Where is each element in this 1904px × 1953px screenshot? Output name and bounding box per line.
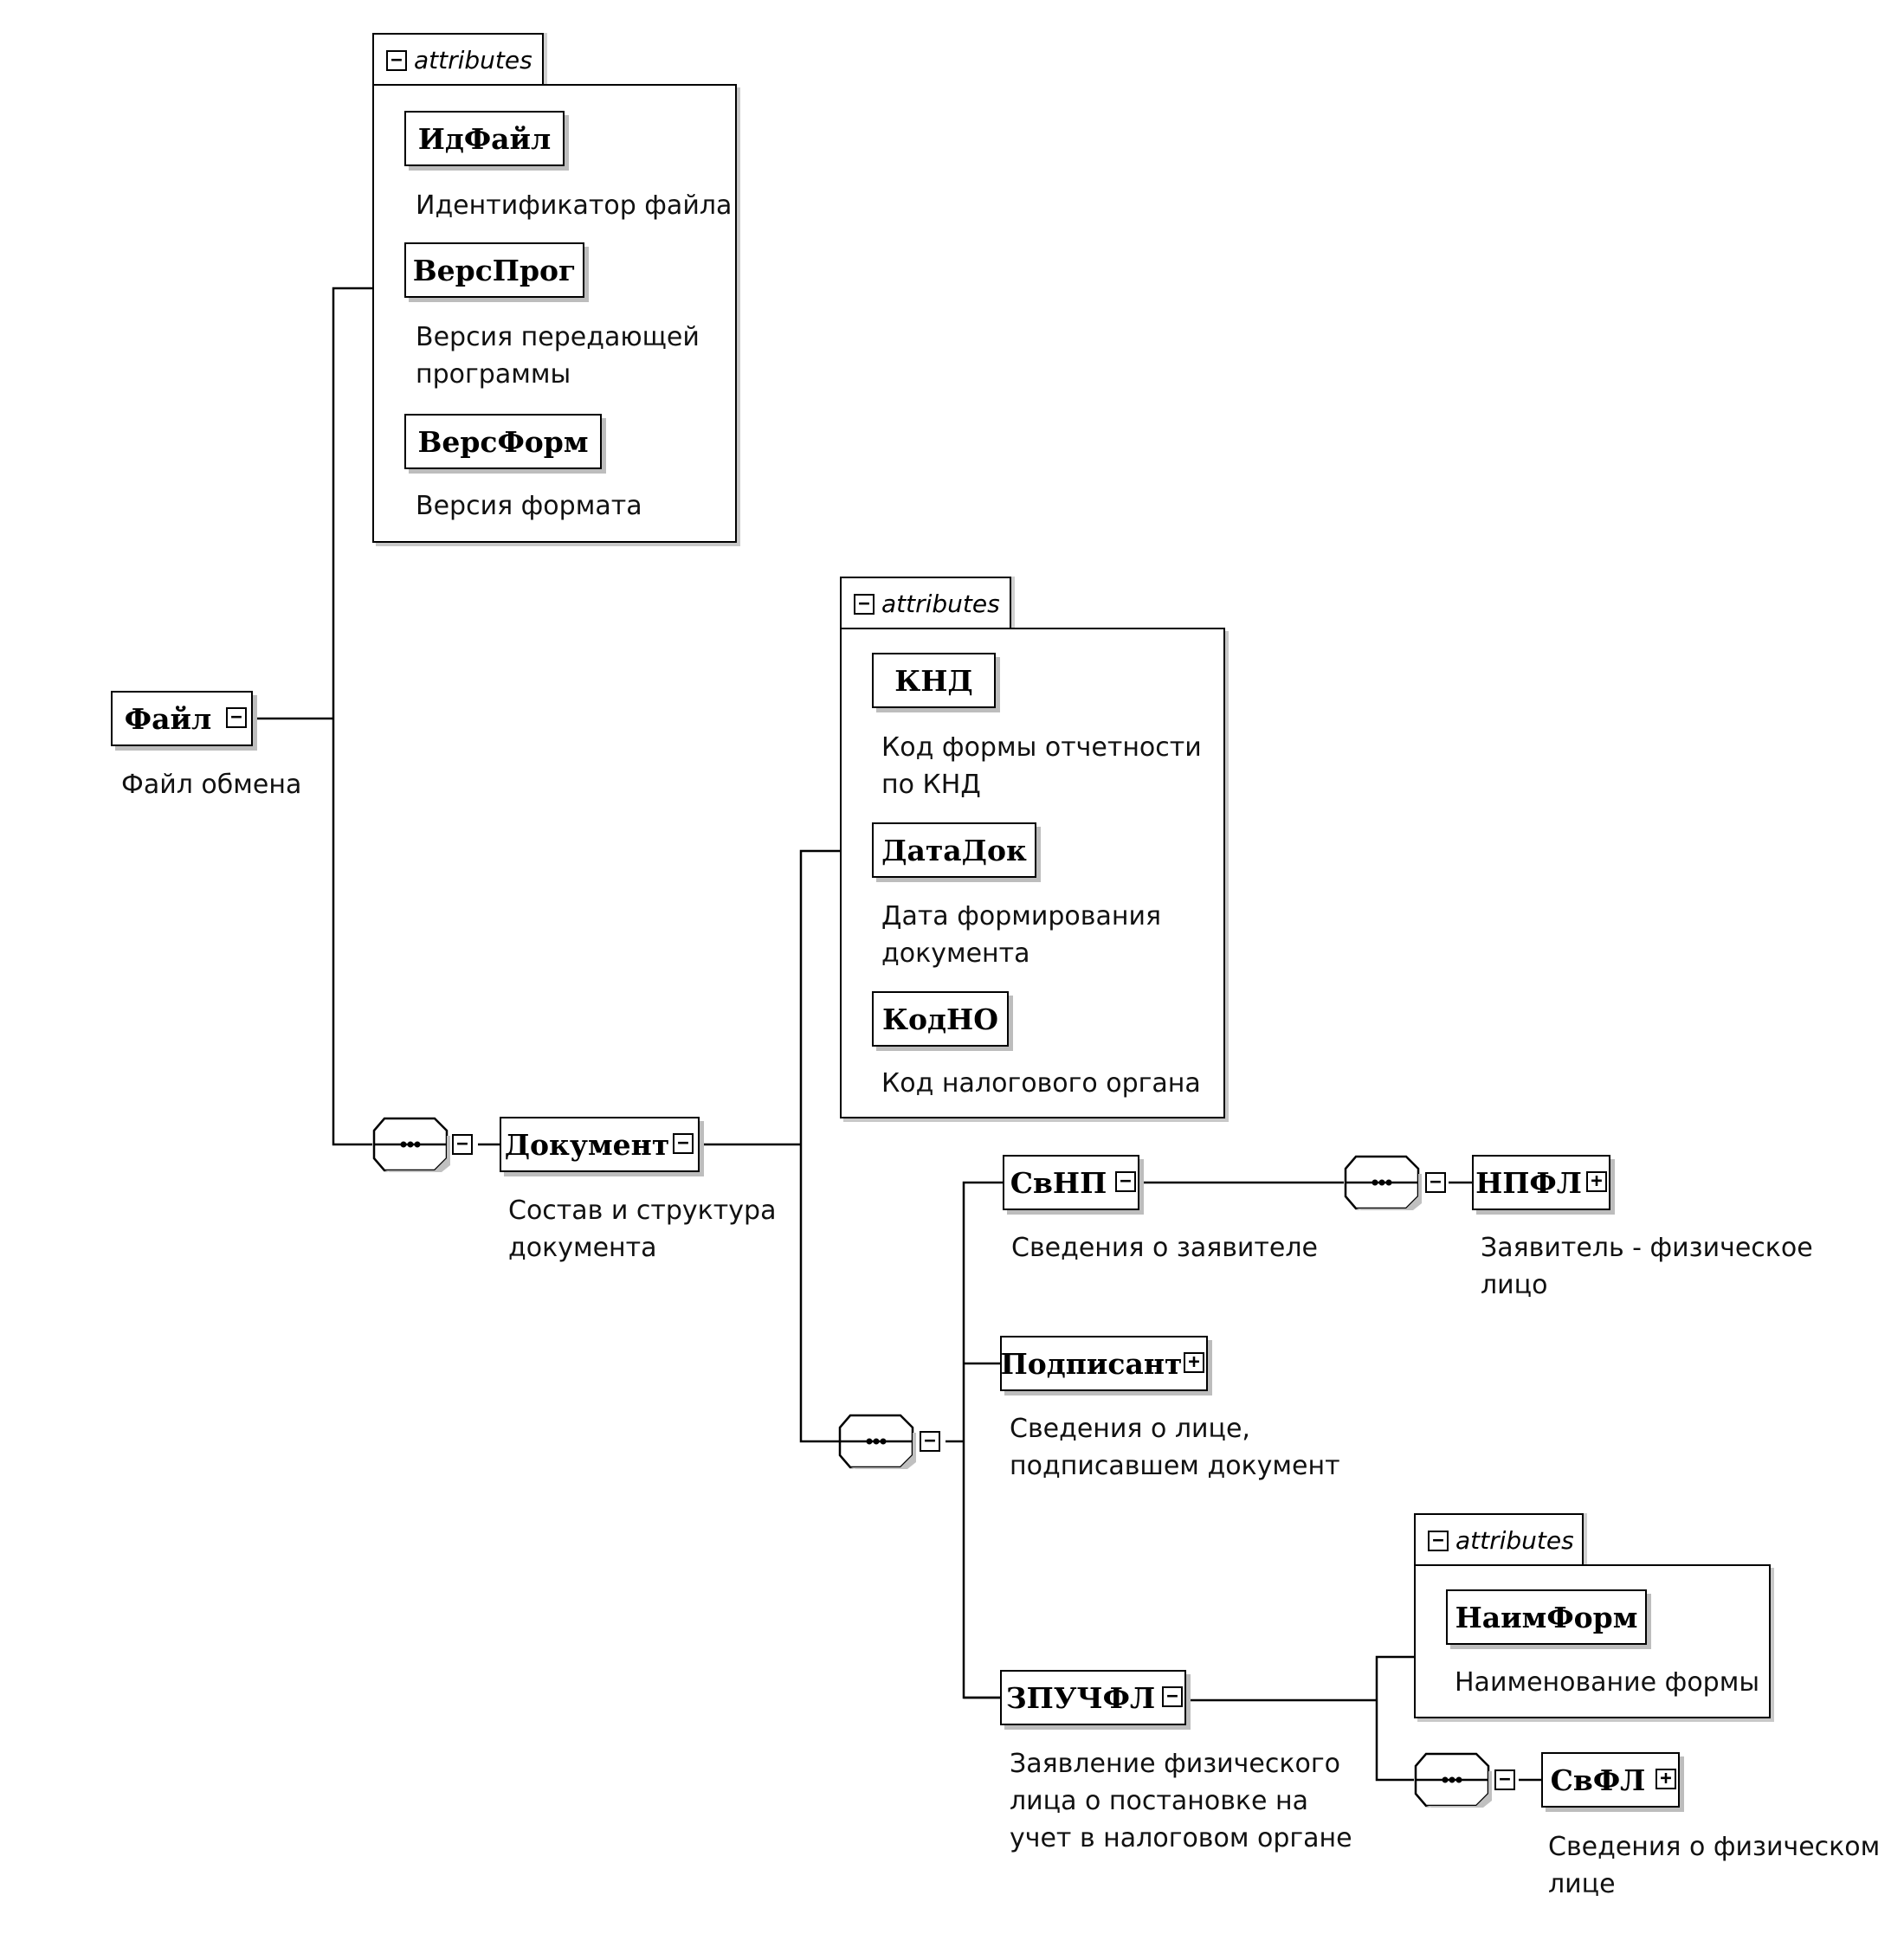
element-name: ЗПУЧФЛ [1005,1680,1156,1715]
sequence-compositor[interactable] [838,1414,916,1469]
attributes-tab[interactable]: − attributes [840,577,1011,628]
attribute-description: Код налогового органа [881,1068,1201,1099]
element-description: Заявление физического лица о постановке … [1010,1749,1352,1853]
attributes-title: attributes [414,46,532,74]
element-podpisant[interactable]: Подписант + [1000,1336,1208,1391]
attributes-tab[interactable]: − attributes [372,33,544,85]
element-name: Документ [504,1127,670,1162]
attribute-idfajl[interactable]: ИдФайл [404,111,565,166]
collapse-icon[interactable]: − [920,1431,940,1452]
element-npfl[interactable]: НПФЛ + [1472,1155,1610,1210]
attribute-name: НаимФорм [1455,1600,1638,1634]
attribute-knd[interactable]: КНД [872,653,996,708]
collapse-icon[interactable]: − [226,707,247,728]
collapse-icon[interactable]: − [673,1133,694,1154]
collapse-icon[interactable]: − [1115,1171,1136,1192]
collapse-icon[interactable]: − [1428,1531,1449,1551]
element-name: Файл [124,701,212,736]
attribute-name: ВерсФорм [417,424,589,459]
element-description: Сведения о заявителе [1011,1233,1318,1263]
collapse-icon[interactable]: − [452,1134,473,1155]
attribute-naimform[interactable]: НаимФорм [1446,1589,1647,1645]
element-name: СвНП [1010,1165,1107,1200]
attribute-datadok[interactable]: ДатаДок [872,822,1036,878]
element-name: Подписант [1000,1346,1183,1381]
collapse-icon[interactable]: − [1162,1686,1183,1707]
element-zpuchfl[interactable]: ЗПУЧФЛ − [1000,1670,1186,1725]
element-description: Сведения о физическом лице [1548,1832,1881,1899]
attribute-description: Дата формирования документа [881,901,1162,969]
element-name: НПФЛ [1475,1165,1582,1200]
attributes-tab[interactable]: − attributes [1414,1513,1584,1565]
sequence-compositor[interactable] [1414,1752,1492,1808]
attribute-versprog[interactable]: ВерсПрог [404,242,584,298]
expand-icon[interactable]: + [1656,1769,1676,1789]
attribute-name: КодНО [882,1002,998,1036]
expand-icon[interactable]: + [1586,1171,1607,1192]
attribute-description: Код формы отчетности по КНД [881,732,1202,800]
element-description: Файл обмена [121,770,302,800]
attribute-versform[interactable]: ВерсФорм [404,414,602,469]
attribute-description: Версия передающей программы [416,322,700,390]
element-dokument[interactable]: Документ − [500,1117,700,1172]
expand-icon[interactable]: + [1184,1352,1204,1373]
attribute-description: Версия формата [416,491,642,521]
element-description: Состав и структура документа [508,1196,777,1263]
element-svfl[interactable]: СвФЛ + [1541,1752,1680,1808]
attribute-name: ИдФайл [417,121,552,156]
attributes-title: attributes [881,590,1000,618]
attribute-name: ВерсПрог [412,253,577,287]
element-description: Заявитель - физическое лицо [1481,1233,1813,1300]
sequence-compositor[interactable] [1344,1155,1422,1210]
element-svnp[interactable]: СвНП − [1003,1155,1139,1210]
attribute-name: КНД [894,663,973,698]
collapse-icon[interactable]: − [1494,1769,1515,1790]
element-fajl[interactable]: Файл − [111,691,253,746]
sequence-compositor[interactable] [372,1117,450,1172]
collapse-icon[interactable]: − [386,50,407,71]
collapse-icon[interactable]: − [854,594,875,615]
attribute-description: Наименование формы [1455,1667,1760,1698]
attributes-title: attributes [1455,1526,1574,1555]
collapse-icon[interactable]: − [1425,1172,1446,1193]
attribute-kodno[interactable]: КодНО [872,991,1009,1047]
element-description: Сведения о лице, подписавшем документ [1010,1414,1340,1481]
attribute-description: Идентификатор файла [416,190,733,221]
attribute-name: ДатаДок [881,833,1027,867]
element-name: СвФЛ [1550,1763,1646,1797]
